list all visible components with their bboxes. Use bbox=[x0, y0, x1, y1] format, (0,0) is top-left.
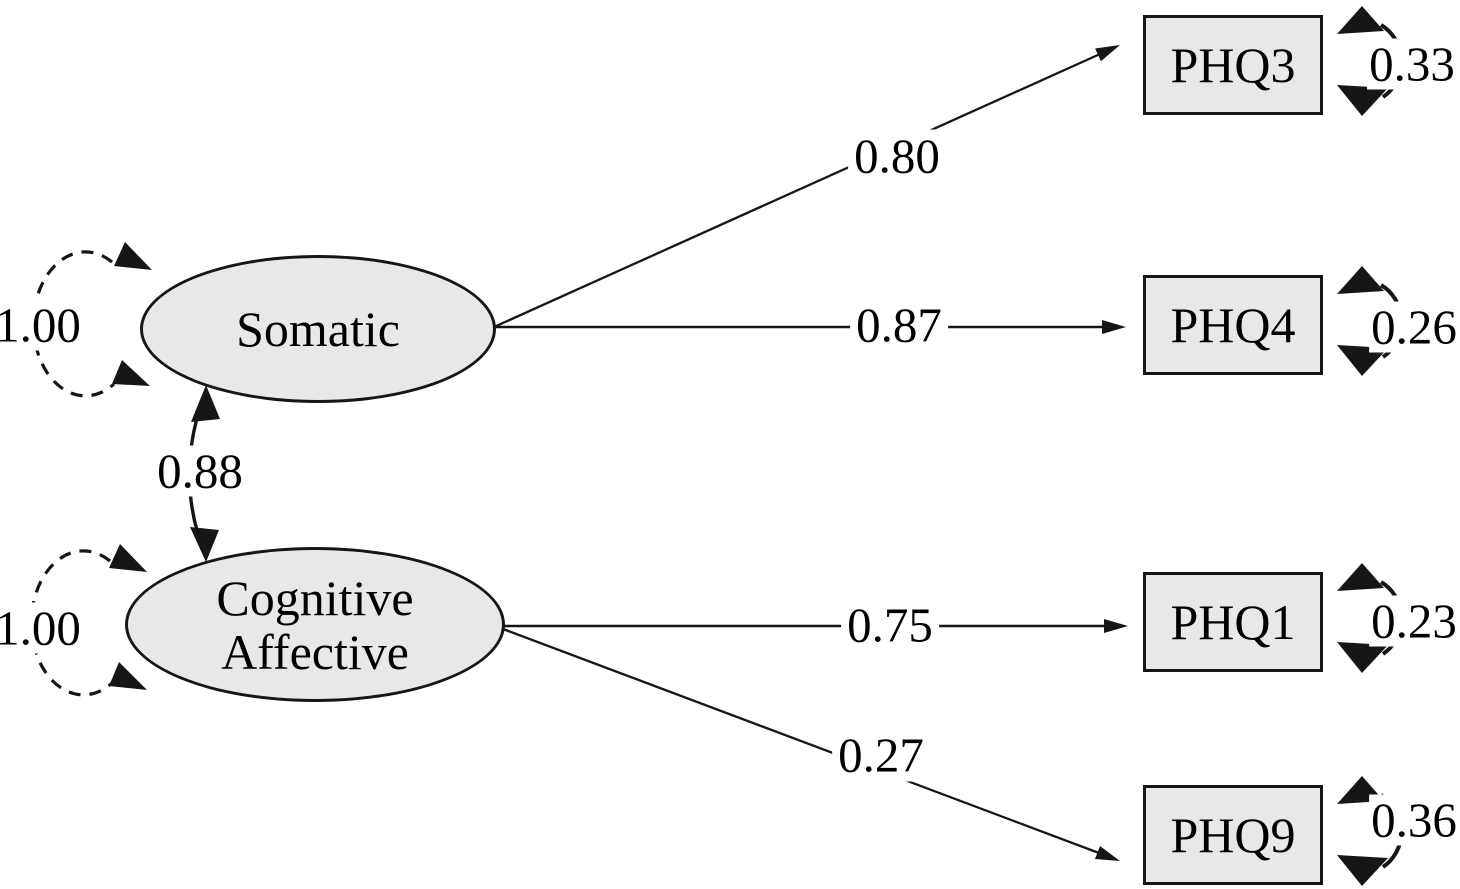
loading-line-cognitive-affective-phq9 bbox=[502, 627, 1100, 855]
error-value-phq4: 0.26 bbox=[1369, 299, 1459, 355]
observed-phq4-box: PHQ4 bbox=[1143, 275, 1323, 375]
latent-cognitive-affective-label-line1: Cognitive bbox=[216, 569, 414, 626]
variance-arrowhead-somatic-top bbox=[114, 242, 152, 270]
error-arrowhead-phq3-bottom bbox=[1337, 85, 1388, 116]
latent-cognitive-affective-label-line2: Affective bbox=[221, 623, 409, 680]
arrowhead-phq4 bbox=[1102, 320, 1126, 334]
variance-arrowhead-cognitive-affective-bottom bbox=[109, 662, 147, 690]
variance-value-cognitive-affective: 1.00 bbox=[0, 602, 83, 654]
observed-phq9-box: PHQ9 bbox=[1143, 785, 1323, 885]
arrowhead-phq3 bbox=[1095, 45, 1120, 62]
variance-arrowhead-cognitive-affective-top bbox=[109, 544, 147, 572]
variance-value-somatic: 1.00 bbox=[0, 299, 83, 351]
observed-phq1-label: PHQ1 bbox=[1170, 594, 1296, 650]
observed-phq1-box: PHQ1 bbox=[1143, 572, 1323, 672]
variance-arrowhead-somatic-bottom bbox=[112, 360, 150, 386]
error-arrowhead-phq9-bottom bbox=[1337, 855, 1388, 886]
error-arrowhead-phq4-top bbox=[1337, 266, 1384, 294]
loading-value-phq3: 0.80 bbox=[848, 129, 946, 183]
covariance-value: 0.88 bbox=[155, 443, 245, 499]
latent-somatic-ellipse: Somatic bbox=[140, 255, 496, 403]
covariance-arrowhead-top bbox=[191, 385, 220, 422]
observed-phq4-label: PHQ4 bbox=[1170, 297, 1296, 353]
loading-value-phq4: 0.87 bbox=[850, 298, 948, 352]
error-value-phq3: 0.33 bbox=[1367, 36, 1457, 92]
error-arrowhead-phq4-bottom bbox=[1337, 345, 1388, 376]
error-arrowhead-phq3-top bbox=[1337, 6, 1384, 34]
error-arrowhead-phq1-top bbox=[1337, 563, 1384, 591]
arrowhead-phq9 bbox=[1095, 846, 1120, 861]
observed-phq3-box: PHQ3 bbox=[1143, 15, 1323, 115]
loading-line-somatic-phq3 bbox=[493, 52, 1101, 329]
error-value-phq9: 0.36 bbox=[1369, 792, 1459, 848]
latent-somatic-label: Somatic bbox=[236, 301, 400, 357]
loading-value-phq1: 0.75 bbox=[841, 598, 939, 652]
error-arrowhead-phq1-bottom bbox=[1337, 642, 1388, 673]
loading-value-phq9: 0.27 bbox=[832, 728, 930, 782]
latent-cognitive-affective-ellipse: Cognitive Affective bbox=[125, 547, 505, 702]
observed-phq9-label: PHQ9 bbox=[1170, 807, 1296, 863]
arrowhead-phq1 bbox=[1104, 619, 1128, 633]
covariance-arrowhead-bottom bbox=[190, 527, 219, 562]
error-value-phq1: 0.23 bbox=[1369, 593, 1459, 649]
observed-phq3-label: PHQ3 bbox=[1170, 37, 1296, 93]
